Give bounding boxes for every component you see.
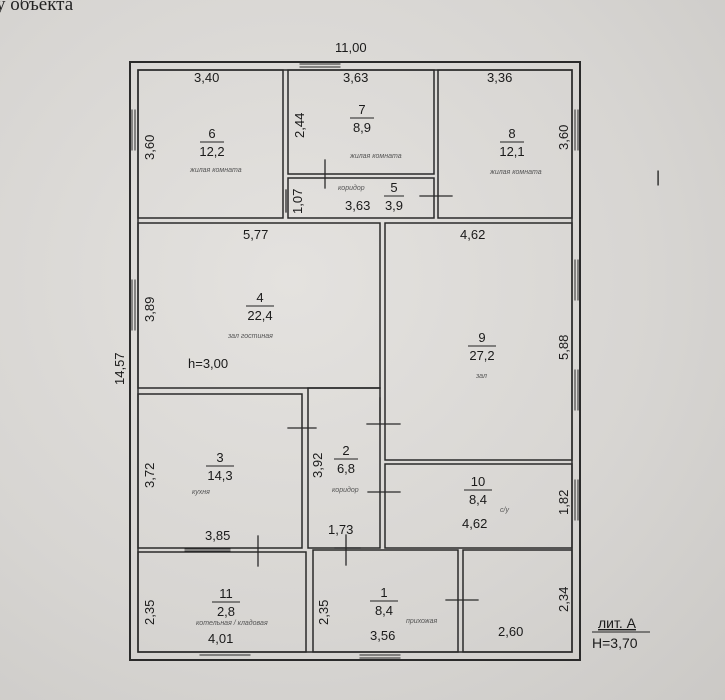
svg-text:1: 1 <box>380 585 387 600</box>
outer-wall-outer <box>129 61 581 661</box>
room-11-height: 2,35 <box>142 600 157 625</box>
room-10-height: 1,82 <box>556 490 571 515</box>
room-9-width: 4,62 <box>460 227 485 242</box>
room-8-label: 8 12,1 жилая комната <box>489 126 542 176</box>
room-2-height: 3,92 <box>310 453 325 478</box>
svg-text:11: 11 <box>219 586 233 601</box>
room-4-label: 4 22,4 зал гостиная <box>227 290 274 340</box>
room-4-width: 5,77 <box>243 227 268 242</box>
room-9-label: 9 27,2 зал <box>468 330 496 380</box>
svg-text:9: 9 <box>478 330 485 345</box>
room-1-width: 3,56 <box>370 628 395 643</box>
room-10-outline <box>384 463 573 549</box>
room-1-label: 1 8,4 прихожая <box>370 585 438 625</box>
svg-text:зал гостиная: зал гостиная <box>227 333 273 340</box>
room-3-label: 3 14,3 кухня <box>192 450 234 496</box>
room-6-height: 3,60 <box>142 135 157 160</box>
svg-text:зал: зал <box>475 373 487 380</box>
room-4-outline <box>137 222 381 389</box>
room-5-label: 5 3,9 коридор <box>338 180 404 213</box>
room-6-label: 6 12,2 жилая комната <box>189 126 242 174</box>
svg-text:8,4: 8,4 <box>469 492 487 507</box>
room-3-height: 3,72 <box>142 463 157 488</box>
room-9-height: 5,88 <box>556 335 571 360</box>
room-7-label: 7 8,9 жилая комната <box>349 102 402 160</box>
svg-text:8,4: 8,4 <box>375 603 393 618</box>
room-12-width: 2,60 <box>498 624 523 639</box>
svg-text:7: 7 <box>358 102 365 117</box>
svg-text:кухня: кухня <box>192 489 210 496</box>
overall-width: 11,00 <box>335 40 367 55</box>
svg-text:8: 8 <box>508 126 515 141</box>
room-9-outline <box>384 222 573 461</box>
svg-text:котельная / кладовая: котельная / кладовая <box>196 619 268 627</box>
svg-text:22,4: 22,4 <box>247 308 272 323</box>
room-5-height: 1,07 <box>290 189 305 214</box>
room-3-outline <box>137 393 303 549</box>
svg-text:14,3: 14,3 <box>207 468 232 483</box>
windows <box>131 63 579 659</box>
svg-text:жилая комната: жилая комната <box>349 153 402 160</box>
ceiling-height: h=3,00 <box>188 356 228 371</box>
room-7-height: 2,44 <box>292 113 307 138</box>
svg-text:2,8: 2,8 <box>217 604 235 619</box>
room-7-outline <box>287 69 435 175</box>
svg-text:коридор: коридор <box>338 184 365 192</box>
room-12-height: 2,34 <box>556 587 571 612</box>
room-6-outline <box>137 69 284 219</box>
liter-height: Н=3,70 <box>592 635 638 651</box>
svg-text:4: 4 <box>256 290 263 305</box>
room-8-height: 3,60 <box>556 125 571 150</box>
svg-text:3,9: 3,9 <box>385 198 403 213</box>
liter-block: лит. А Н=3,70 <box>592 615 650 651</box>
room-12-outline <box>462 549 573 653</box>
svg-text:жилая комната: жилая комната <box>489 169 542 176</box>
svg-text:3: 3 <box>216 450 223 465</box>
svg-text:5: 5 <box>390 180 397 195</box>
room-2-width: 1,73 <box>328 522 353 537</box>
room-10-label: 10 8,4 с/у <box>464 474 509 514</box>
svg-text:с/у: с/у <box>500 507 509 514</box>
room-6-width: 3,40 <box>194 70 219 85</box>
room-1-height: 2,35 <box>316 600 331 625</box>
room-2-label: 2 6,8 коридор <box>332 443 359 494</box>
door-marks <box>257 159 479 601</box>
room-5-width: 3,63 <box>345 198 370 213</box>
svg-text:2: 2 <box>342 443 349 458</box>
room-7-width: 3,63 <box>343 70 368 85</box>
liter-name: лит. А <box>598 615 637 631</box>
room-8-outline <box>437 69 573 219</box>
svg-text:27,2: 27,2 <box>469 348 494 363</box>
header-text: у объекта <box>0 0 74 15</box>
room-4-height: 3,89 <box>142 297 157 322</box>
overall-height: 14,57 <box>112 352 127 385</box>
svg-text:8,9: 8,9 <box>353 120 371 135</box>
svg-text:6,8: 6,8 <box>337 461 355 476</box>
svg-text:12,2: 12,2 <box>199 144 224 159</box>
room-5-outline <box>287 177 435 219</box>
room-1-outline <box>312 549 459 653</box>
side-mark: | <box>656 169 660 186</box>
room-11-outline <box>137 551 307 653</box>
svg-text:10: 10 <box>471 474 485 489</box>
room-3-width: 3,85 <box>205 528 230 543</box>
room-10-width: 4,62 <box>462 516 487 531</box>
svg-text:12,1: 12,1 <box>499 144 524 159</box>
room-11-width: 4,01 <box>208 631 233 646</box>
svg-text:коридор: коридор <box>332 486 359 494</box>
svg-text:прихожая: прихожая <box>406 618 438 625</box>
room-8-width: 3,36 <box>487 70 512 85</box>
room-11-label: 11 2,8 котельная / кладовая <box>196 586 268 627</box>
svg-text:жилая комната: жилая комната <box>189 167 242 174</box>
svg-text:6: 6 <box>208 126 215 141</box>
